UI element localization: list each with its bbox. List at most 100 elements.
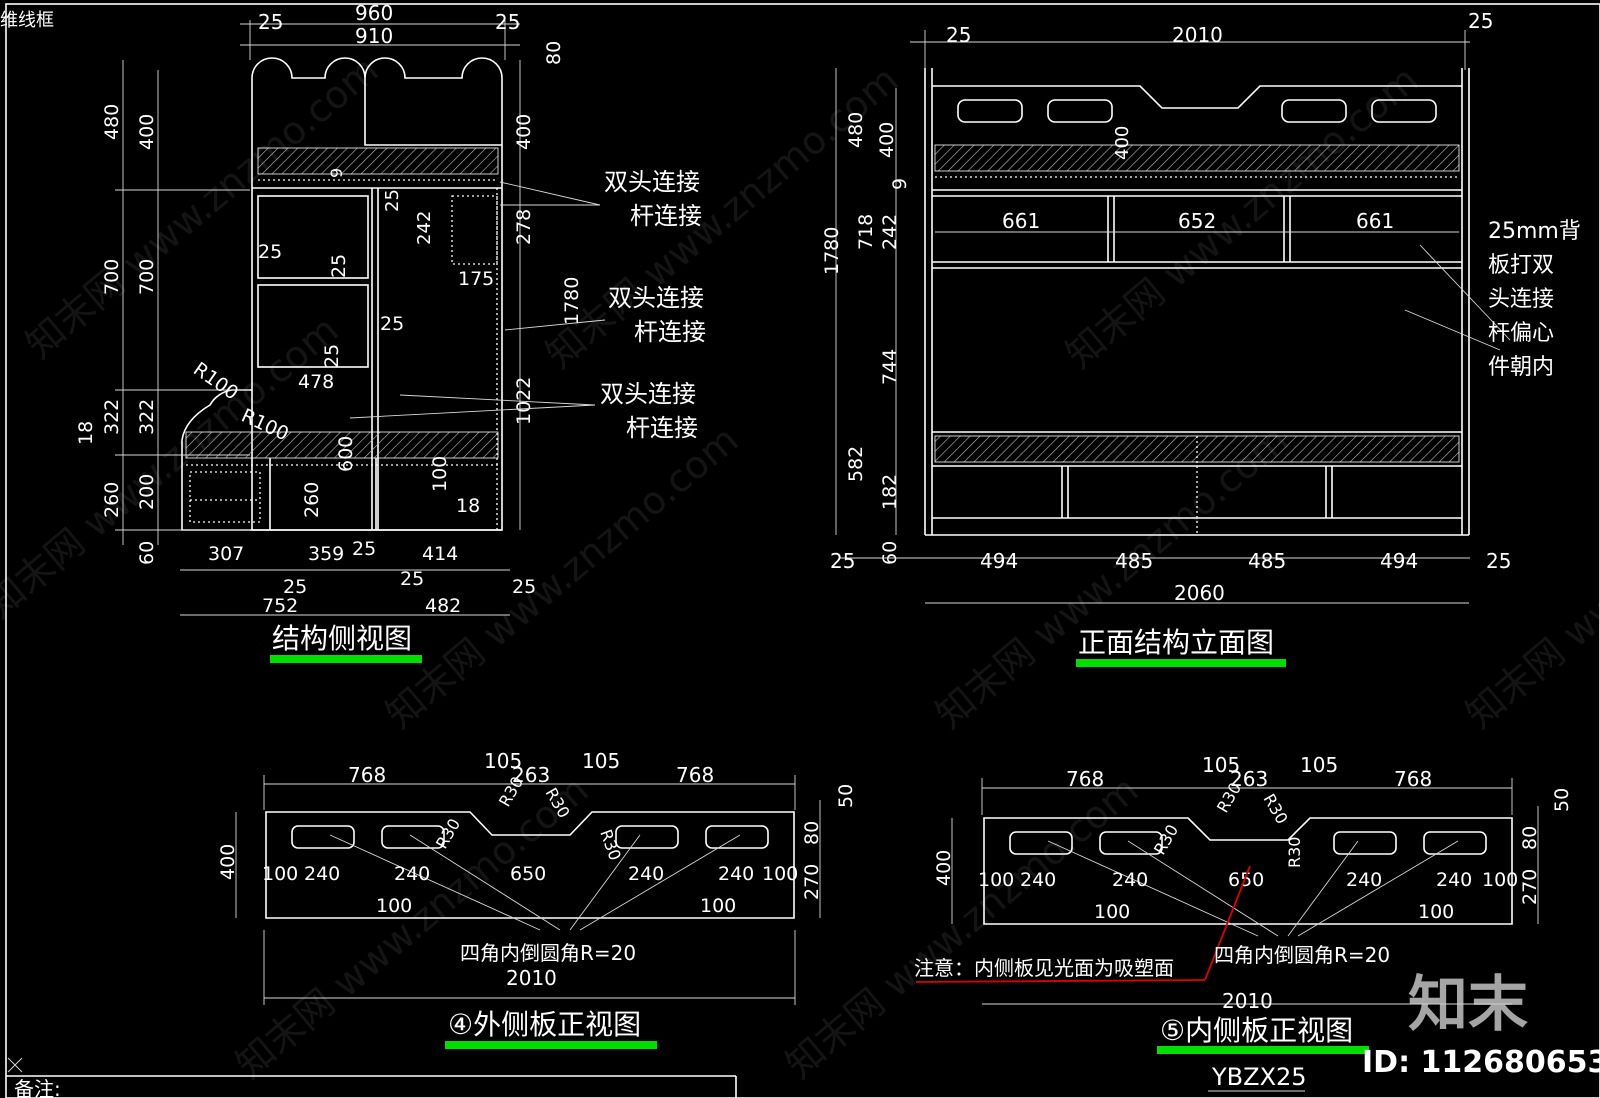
inner-caution: 注意：内侧板见光面为吸塑面 [914, 956, 1174, 980]
side-inner-dim-242: 242 [414, 211, 435, 245]
inner-panel-outline [983, 817, 1513, 925]
side-right-dim-278: 278 [513, 209, 535, 245]
side-top-dim-1: 25 [258, 10, 283, 34]
inner-total-width: 2010 [1222, 989, 1273, 1013]
front-note-line-5: 件朝内 [1488, 355, 1554, 380]
front-bottom-dim-485b: 485 [1248, 549, 1286, 573]
side-right-dim-80: 80 [543, 41, 565, 65]
side-callout-3-line2: 杆连接 [626, 414, 698, 442]
front-note-line-1: 25mm背 [1488, 219, 1581, 244]
side-left-dim-260: 260 [101, 482, 123, 518]
side-left-dim-700b: 700 [136, 259, 158, 295]
outer-total-width: 2010 [506, 966, 557, 990]
front-left-dim-400: 400 [876, 122, 898, 158]
side-right-dim-1022: 1022 [513, 377, 535, 425]
side-inner-dim-478: 478 [298, 371, 334, 393]
side-callout-2-line1: 双头连接 [608, 284, 704, 312]
front-compartment-2: 652 [1178, 209, 1216, 233]
inner-right-dim-50: 50 [1551, 788, 1573, 812]
drawing-frame [5, 3, 1600, 1098]
outer-radius-4: R30 [596, 827, 625, 863]
side-bottom-dim-359: 359 [308, 543, 344, 565]
side-inner-dim-18: 18 [456, 495, 480, 517]
inner-row-dim-100b: 100 [1482, 869, 1518, 891]
outer-top-dim-768a: 768 [348, 763, 386, 787]
inner-row-dim-240b: 240 [1112, 869, 1148, 891]
inner-radius-4: R30 [1285, 837, 1304, 868]
outer-top-dim-263: 263 [512, 763, 550, 787]
front-compartment-1: 661 [1002, 209, 1040, 233]
side-left-dim-322b: 322 [136, 399, 158, 435]
side-left-dim-400: 400 [136, 114, 158, 150]
inner-panel-view: 768 105 263 105 768 R30 R30 R30 R30 50 8… [914, 753, 1573, 1092]
inner-note: 四角内倒圆角R=20 [1214, 943, 1390, 967]
inner-row-dim-100a: 100 [978, 869, 1014, 891]
side-inner-dim-175: 175 [458, 268, 494, 290]
side-right-dim-400: 400 [513, 114, 535, 150]
side-bottom-dim-25d: 25 [512, 576, 536, 598]
side-callout-1-line1: 双头连接 [604, 168, 700, 196]
side-callout-1-line2: 杆连接 [630, 202, 702, 230]
front-inner-dim-400: 400 [1112, 126, 1133, 160]
remarks-label: 备注: [14, 1077, 61, 1098]
side-left-dim-480: 480 [101, 104, 123, 140]
front-left-dim-718: 718 [855, 214, 877, 250]
side-view-title-underline [270, 655, 422, 663]
side-bottom-dim-307: 307 [208, 543, 244, 565]
outer-row-dim-240a: 240 [304, 863, 340, 885]
outer-right-dim-50: 50 [835, 784, 857, 808]
side-inner-dim-25b: 25 [258, 241, 282, 263]
side-bottom-dim-25c: 25 [400, 568, 424, 590]
side-callout-3-line1: 双头连接 [600, 380, 696, 408]
outer-row-dim-650: 650 [510, 863, 546, 885]
side-bottom-dim-25a: 25 [352, 538, 376, 560]
inner-top-dim-263: 263 [1230, 767, 1268, 791]
inner-top-dim-768a: 768 [1066, 767, 1104, 791]
inner-lower-dim-100a: 100 [1094, 901, 1130, 923]
inner-top-dim-105a: 105 [1202, 753, 1240, 777]
inner-top-dim-105b: 105 [1300, 753, 1338, 777]
front-left-dim-242: 242 [879, 214, 901, 250]
inner-right-dim-270: 270 [1519, 869, 1541, 905]
front-compartment-3: 661 [1356, 209, 1394, 233]
side-view-outline [251, 57, 503, 531]
front-view-title-underline [1076, 659, 1286, 667]
front-top-dim-25a: 25 [946, 23, 971, 47]
outer-row-dim-100b: 100 [762, 863, 798, 885]
watermark-id: ID: 1126806535 [1362, 1045, 1600, 1080]
front-left-dim-480: 480 [845, 112, 867, 148]
front-left-dim-582: 582 [845, 446, 867, 482]
outer-top-dim-768b: 768 [676, 763, 714, 787]
outer-right-dim-270: 270 [801, 864, 823, 900]
side-left-dim-18: 18 [75, 421, 97, 445]
outer-radius-3: R30 [432, 815, 464, 852]
side-inner-dim-25c: 25 [328, 254, 350, 278]
watermark-layer: 知末网 www.znzmo.com 知末网 www.znzmo.com 知末网 … [0, 47, 1600, 1087]
front-bottom-dim-25a: 25 [830, 549, 855, 573]
outer-row-dim-240b: 240 [394, 863, 430, 885]
inner-row-dim-650: 650 [1228, 869, 1264, 891]
side-left-dim-700a: 700 [101, 259, 123, 295]
front-note-line-4: 杆偏心 [1488, 321, 1554, 346]
side-inner-dim-25e: 25 [321, 344, 343, 368]
inner-panel-code: YBZX25 [1211, 1063, 1307, 1091]
front-note-line-2: 板打双 [1488, 253, 1554, 278]
side-left-dim-322a: 322 [101, 399, 123, 435]
side-bottom-dim-25b: 25 [283, 576, 307, 598]
svg-text:知末网 www.znzmo.com: 知末网 www.znzmo.com [18, 47, 387, 367]
front-left-dim-182: 182 [879, 474, 901, 510]
side-view-title: 结构侧视图 [272, 622, 412, 655]
front-bottom-dim-25b: 25 [1486, 549, 1511, 573]
inner-right-dim-80: 80 [1519, 826, 1541, 850]
front-left-dim-1780: 1780 [821, 227, 843, 275]
side-top-dim-3: 910 [355, 24, 393, 48]
side-callout-2-line2: 杆连接 [634, 318, 706, 346]
side-top-dim-4: 25 [495, 10, 520, 34]
outer-top-dim-105a: 105 [484, 749, 522, 773]
outer-panel-outline [265, 811, 795, 919]
front-left-dim-744: 744 [879, 349, 901, 385]
front-note-line-3: 头连接 [1488, 287, 1554, 312]
front-top-dim-25b: 25 [1468, 9, 1493, 33]
inner-lower-dim-100b: 100 [1418, 901, 1454, 923]
